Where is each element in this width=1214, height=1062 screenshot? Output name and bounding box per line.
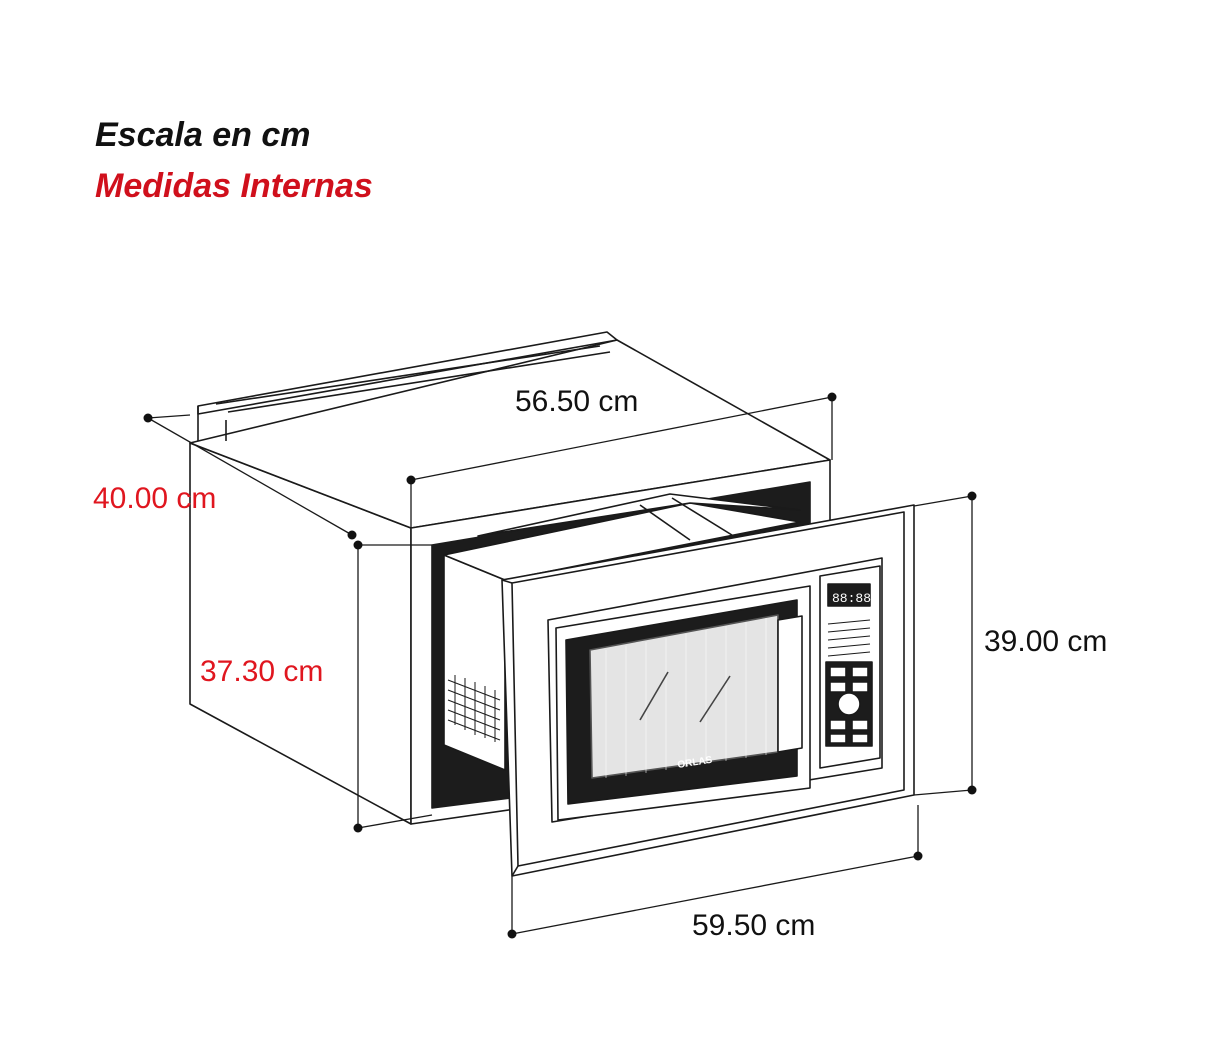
keypad-button <box>829 681 847 693</box>
microwave-body <box>443 493 801 771</box>
keypad-button <box>851 719 869 731</box>
microwave-door <box>547 557 883 823</box>
brand-logo: ORLAS <box>677 755 714 771</box>
dimension-lines <box>147 396 973 935</box>
program-indicators <box>827 619 871 657</box>
keypad-button <box>851 733 869 744</box>
display-readout: 88:88 <box>832 591 871 606</box>
frame-width-label: 59.50 cm <box>692 909 816 942</box>
control-dial <box>837 692 861 716</box>
keypad-button <box>851 681 869 693</box>
dimension-endpoints <box>143 392 977 939</box>
top-width-label: 56.50 cm <box>515 385 639 418</box>
cabinet-depth-label: 40.00 cm <box>93 482 217 515</box>
scale-title: Escala en cm <box>95 116 311 154</box>
keypad-button <box>851 666 869 678</box>
cavity-height-label: 37.30 cm <box>200 655 324 688</box>
internal-measures-title: Medidas Internas <box>95 167 373 205</box>
display-screen <box>827 583 871 607</box>
depth-dimension-line <box>147 417 353 536</box>
keypad-button <box>829 733 847 744</box>
frame-width-dimension-line <box>511 855 919 935</box>
top-width-dimension-line <box>410 396 833 481</box>
keypad-button <box>829 666 847 678</box>
vent-grille <box>447 675 501 742</box>
control-panel <box>819 565 881 769</box>
keypad-button <box>829 719 847 731</box>
frame-height-label: 39.00 cm <box>984 625 1108 658</box>
